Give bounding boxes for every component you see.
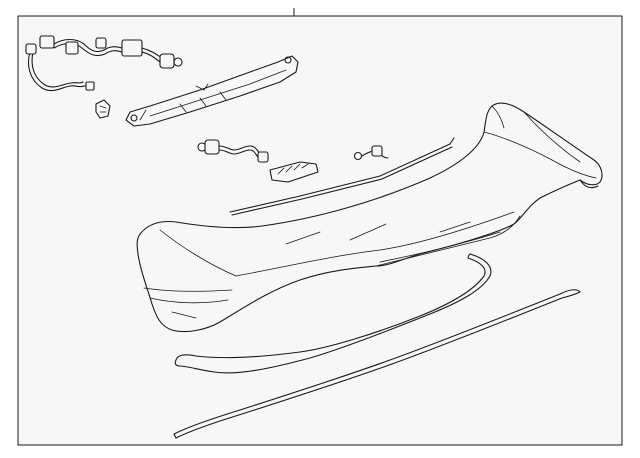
wiring-harness — [25, 35, 183, 92]
spoiler-front-seal-strip — [173, 289, 581, 439]
lamp-bulb-socket-pigtail — [197, 139, 269, 163]
spoiler-upper-seal-strip — [229, 137, 455, 216]
lamp-retaining-clip — [269, 161, 319, 183]
high-mount-stop-lamp — [125, 55, 299, 127]
socket-pigtail-small — [353, 145, 389, 161]
spoiler-lower-gasket — [174, 253, 492, 374]
rear-spoiler-assembly — [136, 102, 603, 333]
connector-clip — [95, 99, 111, 119]
